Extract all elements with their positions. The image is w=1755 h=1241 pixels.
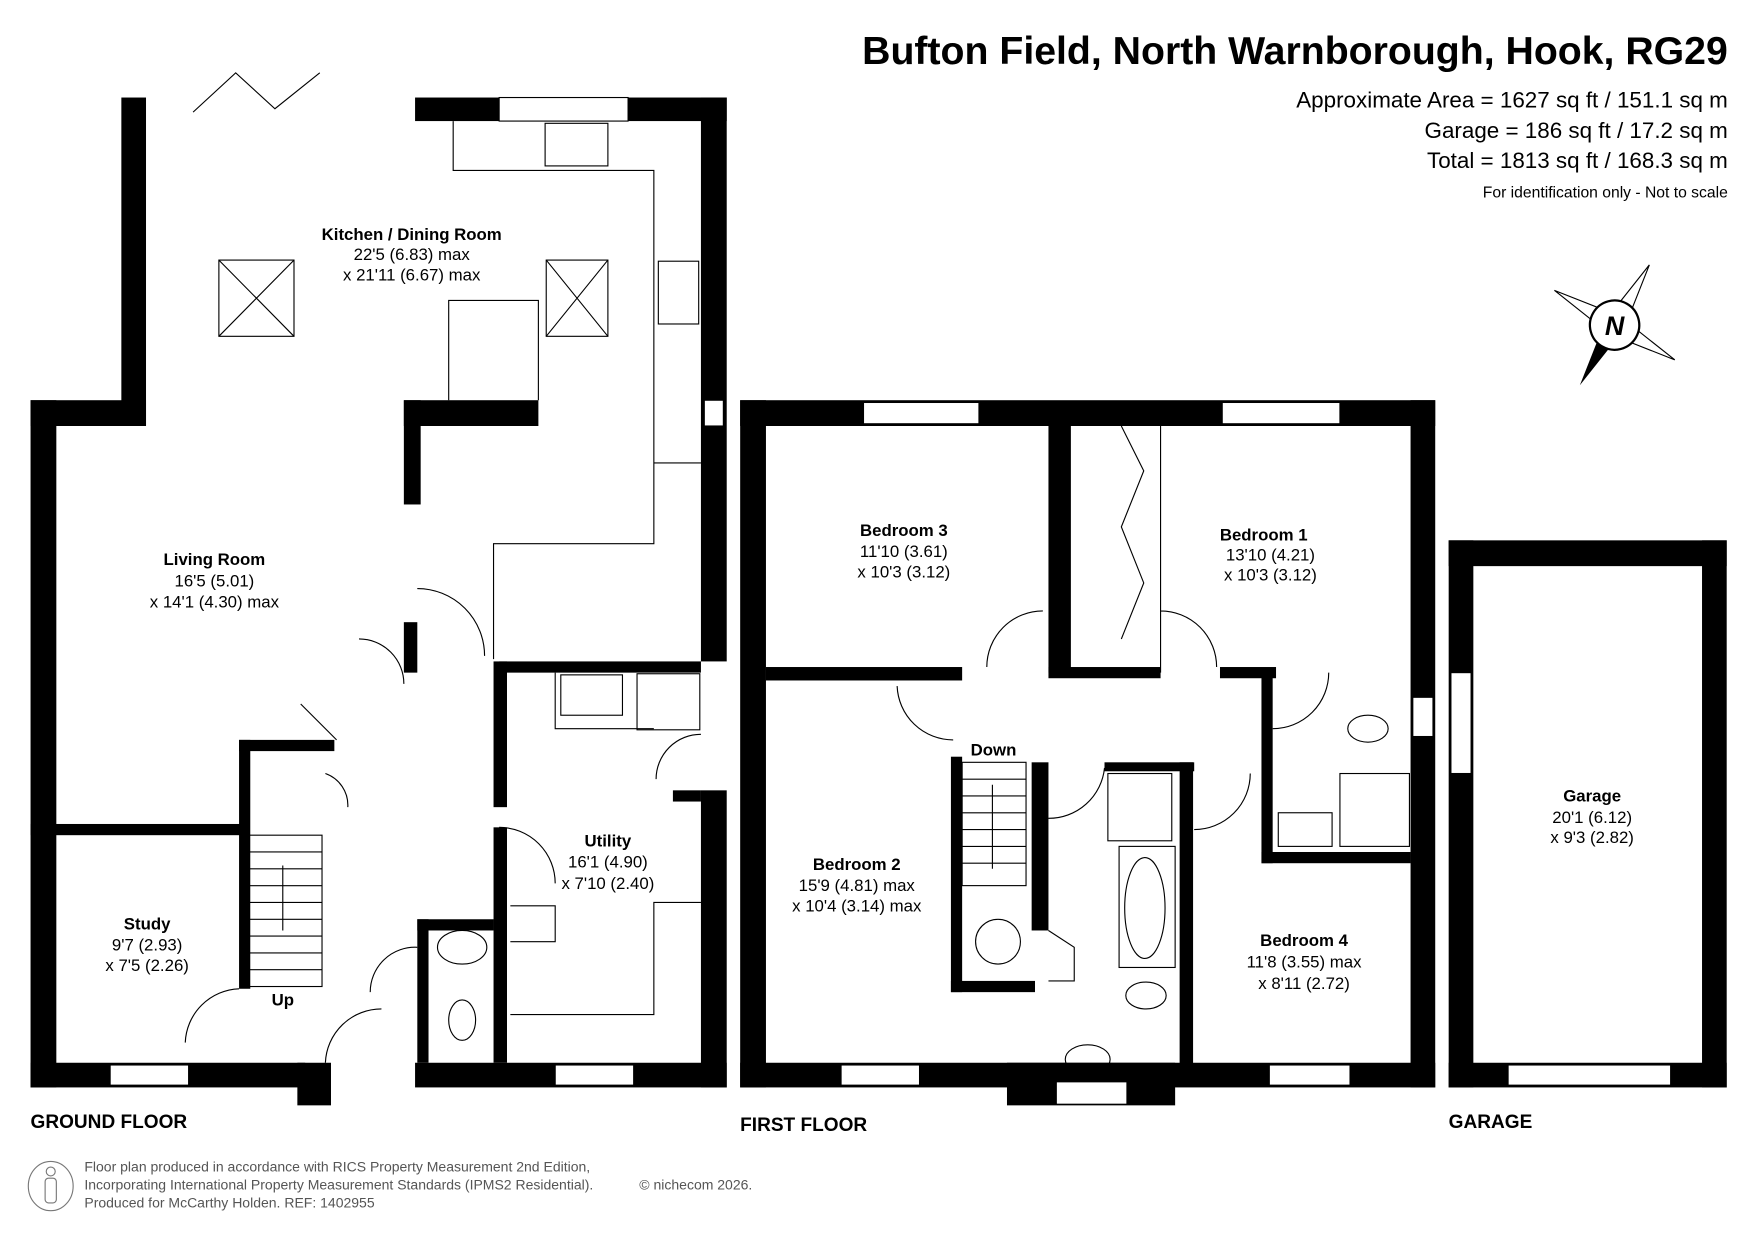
footer-copyright: © nichecom 2026. — [639, 1176, 752, 1192]
compass-icon — [1554, 264, 1676, 386]
person-icon — [27, 1160, 74, 1212]
garage-floor-label: GARAGE — [1449, 1112, 1533, 1133]
room-study: Study 9'7 (2.93) x 7'5 (2.26) — [105, 914, 189, 974]
room-bedroom-2: Bedroom 2 15'9 (4.81) max x 10'4 (3.14) … — [792, 855, 922, 915]
svg-text:x 8'11 (2.72): x 8'11 (2.72) — [1258, 974, 1350, 993]
room-bedroom-3: Bedroom 3 11'10 (3.61) x 10'3 (3.12) — [857, 521, 950, 581]
footer-line-2: Incorporating International Property Mea… — [84, 1176, 593, 1192]
stairs-down-label: Down — [971, 741, 1017, 760]
svg-text:x 21'11 (6.67) max: x 21'11 (6.67) max — [343, 265, 481, 284]
svg-text:x 10'4 (3.14) max: x 10'4 (3.14) max — [792, 896, 922, 915]
footer-line-3: Produced for McCarthy Holden. REF: 14029… — [84, 1194, 374, 1210]
approx-area: Approximate Area = 1627 sq ft / 151.1 sq… — [1296, 88, 1728, 113]
garage-plan — [1448, 540, 1727, 1088]
ground-floor-label: GROUND FLOOR — [31, 1112, 188, 1133]
room-utility: Utility 16'1 (4.90) x 7'10 (2.40) — [561, 831, 654, 893]
first-floor-plan — [740, 400, 1436, 1106]
footer-line-1: Floor plan produced in accordance with R… — [84, 1158, 590, 1174]
room-garage: Garage 20'1 (6.12) x 9'3 (2.82) — [1550, 787, 1634, 847]
svg-text:Living Room: Living Room — [164, 550, 266, 569]
svg-text:x 9'3 (2.82): x 9'3 (2.82) — [1550, 828, 1634, 847]
svg-text:Bedroom 1: Bedroom 1 — [1220, 525, 1308, 544]
svg-text:Bedroom 4: Bedroom 4 — [1260, 931, 1348, 950]
ground-floor-plan — [30, 72, 727, 1106]
room-living: Living Room 16'5 (5.01) x 14'1 (4.30) ma… — [150, 550, 280, 612]
svg-text:x 14'1 (4.30) max: x 14'1 (4.30) max — [150, 593, 280, 612]
room-bedroom-4: Bedroom 4 11'8 (3.55) max x 8'11 (2.72) — [1247, 931, 1363, 993]
garage-area: Garage = 186 sq ft / 17.2 sq m — [1425, 118, 1728, 143]
svg-text:20'1 (6.12): 20'1 (6.12) — [1552, 808, 1632, 827]
first-floor-label: FIRST FLOOR — [740, 1115, 867, 1136]
svg-text:9'7 (2.93): 9'7 (2.93) — [112, 936, 182, 955]
room-bedroom-1: Bedroom 1 13'10 (4.21) x 10'3 (3.12) — [1220, 525, 1317, 584]
total-area: Total = 1813 sq ft / 168.3 sq m — [1427, 148, 1728, 173]
svg-text:Bedroom 2: Bedroom 2 — [813, 855, 901, 874]
svg-text:22'5 (6.83) max: 22'5 (6.83) max — [354, 245, 471, 264]
svg-text:x 7'5 (2.26): x 7'5 (2.26) — [105, 956, 189, 975]
svg-text:Kitchen / Dining Room: Kitchen / Dining Room — [322, 225, 502, 244]
svg-text:16'5 (5.01): 16'5 (5.01) — [175, 571, 255, 590]
svg-text:Utility: Utility — [585, 831, 632, 850]
svg-text:Study: Study — [124, 914, 171, 933]
svg-text:16'1 (4.90): 16'1 (4.90) — [568, 853, 648, 872]
svg-text:11'10 (3.61): 11'10 (3.61) — [860, 542, 948, 561]
svg-text:Garage: Garage — [1563, 787, 1621, 806]
stairs-up-label: Up — [272, 991, 294, 1010]
room-kitchen-dining: Kitchen / Dining Room 22'5 (6.83) max x … — [322, 225, 502, 284]
property-title: Bufton Field, North Warnborough, Hook, R… — [862, 29, 1728, 73]
svg-text:x 10'3 (3.12): x 10'3 (3.12) — [1224, 566, 1317, 585]
svg-text:13'10 (4.21): 13'10 (4.21) — [1226, 546, 1315, 565]
svg-text:15'9 (4.81) max: 15'9 (4.81) max — [799, 876, 916, 895]
svg-text:x 10'3 (3.12): x 10'3 (3.12) — [857, 562, 950, 581]
svg-text:x 7'10 (2.40): x 7'10 (2.40) — [561, 874, 654, 893]
svg-text:11'8 (3.55) max: 11'8 (3.55) max — [1247, 952, 1363, 971]
svg-text:Bedroom 3: Bedroom 3 — [860, 521, 948, 540]
compass-north-label: N — [1605, 311, 1625, 341]
scale-note: For identification only - Not to scale — [1483, 184, 1728, 201]
